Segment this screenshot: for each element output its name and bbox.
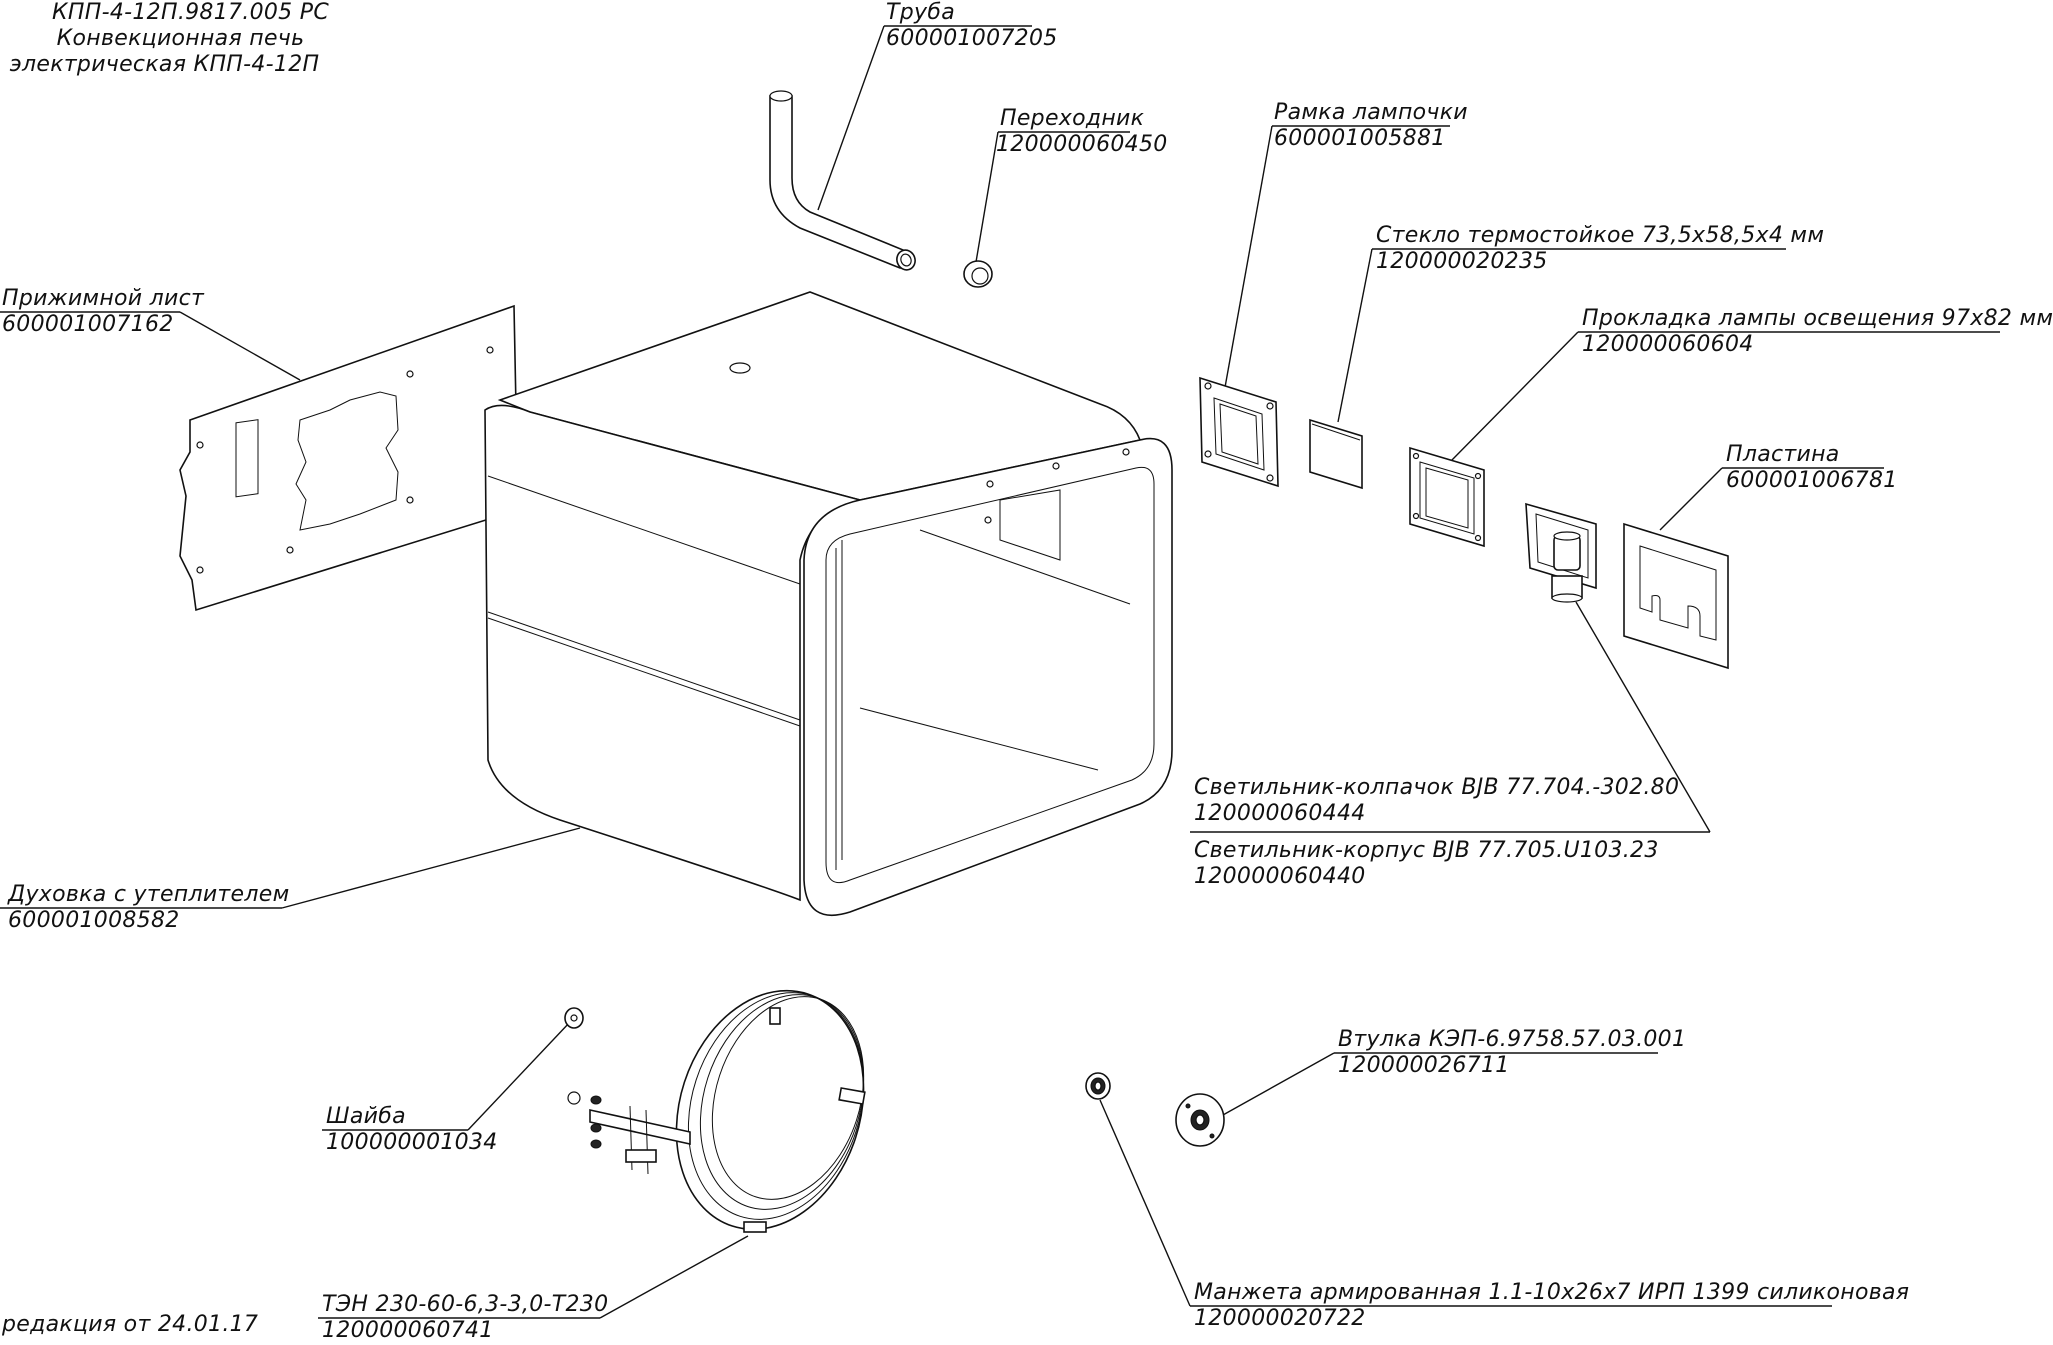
drawing-layer: [0, 25, 2000, 1319]
callout-plastina-name: Пластина: [1726, 442, 1840, 467]
callout-svetilnik-kolpachok-code: 120000060444: [1194, 801, 1366, 826]
callout-svetilnik-korpus: Светильник-корпус BJB 77.705.U103.23 120…: [1194, 838, 1659, 890]
washer-part: [564, 1007, 584, 1029]
callout-ramka: Рамка лампочки 600001005881: [1274, 100, 1468, 152]
callout-perekhodnik-code: 120000060450: [996, 132, 1168, 157]
seal-part: [1085, 1072, 1111, 1100]
callout-steklo: Стекло термостойкое 73,5х58,5х4 мм 12000…: [1376, 223, 1824, 275]
callout-svetilnik-korpus-name: Светильник-корпус BJB 77.705.U103.23: [1194, 838, 1659, 863]
plate-part: [1623, 522, 1729, 670]
callout-prokladka-code: 120000060604: [1582, 332, 1754, 357]
callout-svetilnik-kolpachok: Светильник-колпачок BJB 77.704.-302.80 1…: [1194, 775, 1679, 827]
callout-perekhodnik-name: Переходник: [1000, 106, 1145, 131]
leader-lines: [179, 25, 1723, 1319]
title-line-2: Конвекционная печь: [56, 26, 305, 51]
callout-prizhimnoy-code: 600001007162: [2, 312, 174, 337]
callout-vtulka-name: Втулка КЭП-6.9758.57.03.001: [1338, 1027, 1687, 1052]
callout-svetilnik-kolpachok-name: Светильник-колпачок BJB 77.704.-302.80: [1194, 775, 1680, 800]
lamp-frame-part: [1199, 376, 1279, 488]
callout-shayba-code: 100000001034: [326, 1130, 498, 1155]
pipe-part: [769, 90, 916, 271]
revision-note: редакция от 24.01.17: [2, 1312, 259, 1337]
callout-prokladka-name: Прокладка лампы освещения 97х82 мм: [1582, 306, 2053, 331]
callout-manzheta-name: Манжета армированная 1.1-10х26х7 ИРП 139…: [1194, 1280, 1910, 1305]
callout-dukhovka-name: Духовка с утеплителем: [8, 882, 290, 907]
callout-prizhimnoy: Прижимной лист 600001007162: [2, 286, 204, 338]
callout-prokladka: Прокладка лампы освещения 97х82 мм 12000…: [1582, 306, 2053, 358]
lamp-housing-part: [1525, 502, 1597, 603]
callout-dukhovka: Духовка с утеплителем 600001008582: [8, 882, 289, 934]
callout-truba: Труба 600001007205: [886, 0, 1058, 52]
callout-ramka-name: Рамка лампочки: [1274, 100, 1468, 125]
callout-svetilnik-korpus-code: 120000060440: [1194, 864, 1366, 889]
callout-manzheta: Манжета армированная 1.1-10х26х7 ИРП 139…: [1194, 1280, 1909, 1332]
lamp-gasket-part: [1409, 446, 1485, 548]
callout-ten: ТЭН 230-60-6,3-3,0-Т230 120000060741: [322, 1292, 608, 1344]
heating-element-part: [567, 989, 866, 1233]
callout-shayba: Шайба 100000001034: [326, 1104, 498, 1156]
oven-body-part: [484, 291, 1173, 917]
callout-plastina-code: 600001006781: [1726, 468, 1898, 493]
callout-perekhodnik: Переходник 120000060450: [996, 106, 1168, 158]
callout-plastina: Пластина 600001006781: [1726, 442, 1898, 494]
callout-vtulka: Втулка КЭП-6.9758.57.03.001 120000026711: [1338, 1027, 1686, 1079]
callout-steklo-code: 120000020235: [1376, 249, 1548, 274]
bushing-part: [1175, 1093, 1225, 1147]
callout-ramka-code: 600001005881: [1274, 126, 1446, 151]
callout-steklo-name: Стекло термостойкое 73,5х58,5х4 мм: [1376, 223, 1825, 248]
callout-vtulka-code: 120000026711: [1338, 1053, 1510, 1078]
callout-dukhovka-code: 600001008582: [8, 908, 180, 933]
callout-shayba-name: Шайба: [326, 1104, 406, 1129]
title-line-1: КПП-4-12П.9817.005 РС: [52, 0, 330, 25]
adapter-part: [963, 260, 993, 288]
callout-manzheta-code: 120000020722: [1194, 1306, 1366, 1331]
document-title: КПП-4-12П.9817.005 РС Конвекционная печь…: [10, 0, 330, 78]
glass-part: [1309, 418, 1363, 490]
callout-truba-code: 600001007205: [886, 26, 1058, 51]
callout-truba-name: Труба: [886, 0, 955, 25]
label-underlines: [0, 25, 2000, 1319]
title-line-3: электрическая КПП-4-12П: [9, 52, 320, 77]
pressure-plate-part: [179, 304, 519, 612]
callout-ten-code: 120000060741: [322, 1318, 494, 1343]
callout-ten-name: ТЭН 230-60-6,3-3,0-Т230: [322, 1292, 609, 1317]
callout-prizhimnoy-name: Прижимной лист: [2, 286, 205, 311]
